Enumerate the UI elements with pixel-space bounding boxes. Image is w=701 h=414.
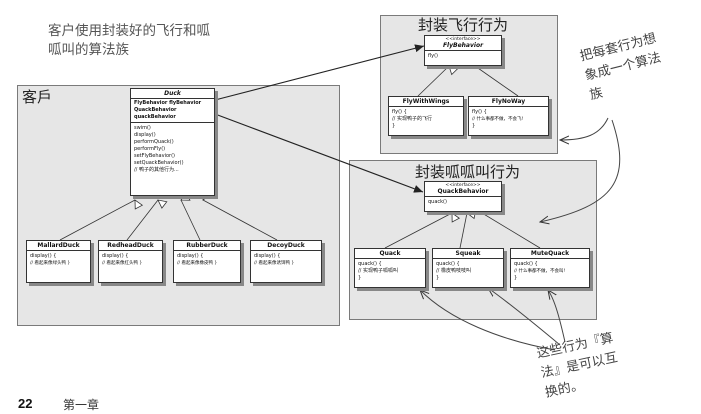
code-line: } bbox=[514, 275, 518, 281]
fly-with-wings-class: FlyWithWings fly() { // 实现鸭子的飞行 } bbox=[388, 96, 464, 136]
caption: 客户使用封装好的飞行和呱 呱叫的算法族 bbox=[48, 22, 210, 60]
code-line: display() { bbox=[102, 253, 129, 259]
code-line: display() { bbox=[30, 253, 57, 259]
code-line: // 看起来像绿头鸭 } bbox=[30, 261, 71, 266]
client-panel-title: 客戶 bbox=[22, 88, 53, 106]
chapter-label: 第一章 bbox=[63, 398, 100, 412]
interface-name: FlyBehavior bbox=[442, 42, 484, 49]
quack-behavior-interface: <<interface>> QuackBehavior quack() bbox=[424, 181, 502, 212]
code-line: // 看起来像诱饵鸭 } bbox=[254, 261, 295, 266]
squeak-class: Squeak quack() { // 橡皮鸭吱吱叫 } bbox=[432, 248, 504, 288]
code-line: quack() { bbox=[436, 261, 460, 267]
class-name: FlyWithWings bbox=[402, 98, 450, 105]
duck-method: // 鸭子的其他行为... bbox=[134, 167, 179, 173]
class-name: DecoyDuck bbox=[267, 242, 305, 249]
duck-class: Duck FlyBehavior flyBehavior QuackBehavi… bbox=[130, 88, 215, 196]
code-line: display() { bbox=[177, 253, 204, 259]
redhead-duck-class: RedheadDuck display() { // 看起来像红头鸭 } bbox=[98, 240, 163, 283]
code-line: } bbox=[436, 275, 440, 281]
class-name: Quack bbox=[379, 250, 401, 257]
code-line: } bbox=[472, 123, 476, 129]
duck-class-name: Duck bbox=[164, 90, 181, 97]
code-line: // 什么事都不做，不会叫! bbox=[514, 269, 566, 274]
stereotype: <<interface>> bbox=[445, 183, 481, 188]
interface-method: fly() bbox=[428, 53, 439, 59]
page-number: 22 bbox=[18, 396, 33, 411]
fly-no-way-class: FlyNoWay fly() { // 什么事都不做，不会飞! } bbox=[468, 96, 549, 136]
class-name: Squeak bbox=[455, 250, 481, 257]
class-name: RedheadDuck bbox=[107, 242, 154, 249]
interface-name: QuackBehavior bbox=[437, 188, 489, 195]
code-line: // 橡皮鸭吱吱叫 bbox=[436, 268, 471, 274]
code-line: // 看起来像红头鸭 } bbox=[102, 261, 143, 266]
code-line: } bbox=[358, 275, 362, 281]
duck-method: setFlyBehavior() bbox=[134, 153, 175, 159]
quack-class: Quack quack() { // 实现鸭子呱呱叫 } bbox=[354, 248, 426, 288]
caption-line-1: 客户使用封装好的飞行和呱 bbox=[48, 23, 210, 39]
duck-field: QuackBehavior quackBehavior bbox=[134, 107, 177, 120]
code-line: // 实现鸭子呱呱叫 bbox=[358, 268, 398, 274]
duck-method: performFly() bbox=[134, 146, 166, 152]
mute-quack-class: MuteQuack quack() { // 什么事都不做，不会叫! } bbox=[510, 248, 590, 288]
fly-panel-title: 封装飞行行为 bbox=[418, 16, 509, 34]
duck-method: display() bbox=[134, 132, 156, 138]
code-line: quack() { bbox=[358, 261, 382, 267]
duck-field: FlyBehavior flyBehavior bbox=[134, 100, 202, 106]
duck-method: swim() bbox=[134, 125, 151, 131]
fly-behavior-interface: <<interface>> FlyBehavior fly() bbox=[424, 35, 502, 66]
decoy-duck-class: DecoyDuck display() { // 看起来像诱饵鸭 } bbox=[250, 240, 322, 283]
rubber-duck-class: RubberDuck display() { // 看起来像橡皮鸭 } bbox=[173, 240, 241, 283]
code-line: fly() { bbox=[392, 109, 407, 115]
class-name: FlyNoWay bbox=[491, 98, 526, 105]
duck-method: performQuack() bbox=[134, 139, 174, 145]
code-line: quack() { bbox=[514, 261, 538, 267]
stereotype: <<interface>> bbox=[445, 37, 481, 42]
caption-line-2: 呱叫的算法族 bbox=[48, 42, 129, 58]
interface-method: quack() bbox=[428, 199, 447, 205]
quack-panel-title: 封装呱呱叫行为 bbox=[415, 163, 521, 181]
code-line: // 实现鸭子的飞行 bbox=[392, 116, 432, 122]
code-line: // 什么事都不做，不会飞! bbox=[472, 117, 524, 122]
code-line: display() { bbox=[254, 253, 281, 259]
mallard-duck-class: MallardDuck display() { // 看起来像绿头鸭 } bbox=[26, 240, 91, 283]
class-name: RubberDuck bbox=[186, 242, 228, 249]
code-line: // 看起来像橡皮鸭 } bbox=[177, 261, 218, 266]
class-name: MallardDuck bbox=[37, 242, 80, 249]
code-line: } bbox=[392, 123, 396, 129]
class-name: MuteQuack bbox=[530, 250, 570, 257]
code-line: fly() { bbox=[472, 109, 487, 115]
duck-method: setQuackBehavior() bbox=[134, 160, 184, 166]
